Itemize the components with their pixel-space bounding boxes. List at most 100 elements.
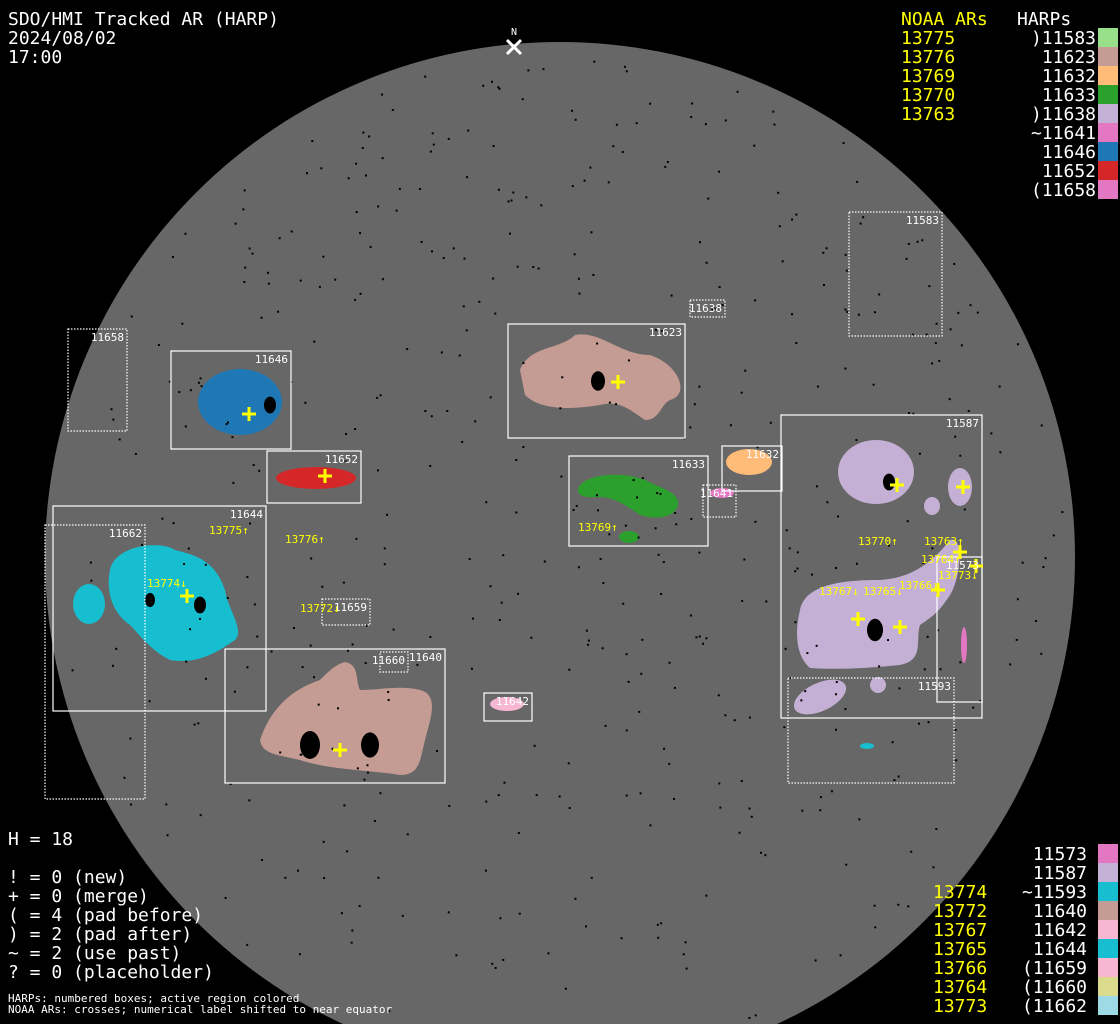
magnetogram-speck [406, 833, 409, 836]
magnetogram-speck [252, 464, 255, 467]
magnetogram-speck [197, 381, 200, 384]
magnetogram-speck [690, 517, 693, 520]
harp-box[interactable] [721, 445, 783, 492]
magnetogram-speck [304, 401, 307, 404]
magnetogram-speck [784, 647, 787, 650]
magnetogram-speck [358, 905, 361, 908]
magnetogram-speck [317, 703, 320, 706]
magnetogram-speck [791, 218, 794, 221]
harp-box[interactable] [848, 211, 943, 337]
magnetogram-speck [148, 700, 151, 703]
harp-box[interactable] [67, 328, 128, 432]
magnetogram-speck [171, 255, 174, 258]
harp-box[interactable] [507, 323, 686, 439]
harp-label: 11646 [1041, 142, 1096, 163]
magnetogram-speck [1016, 598, 1019, 601]
harp-box[interactable] [787, 677, 955, 784]
harp-box[interactable] [568, 455, 709, 547]
magnetogram-speck [471, 617, 474, 620]
magnetogram-speck [568, 807, 571, 810]
magnetogram-speck [340, 912, 343, 915]
harp-box[interactable] [52, 505, 267, 712]
magnetogram-speck [508, 232, 511, 235]
magnetogram-speck [112, 418, 115, 421]
magnetogram-speck [178, 391, 181, 394]
magnetogram-speck [608, 401, 611, 404]
magnetogram-speck [675, 523, 678, 526]
harp-box[interactable] [224, 648, 446, 784]
magnetogram-speck [772, 110, 775, 113]
harp-color-swatch [1098, 161, 1118, 180]
magnetogram-speck [657, 936, 660, 939]
active-region [924, 497, 940, 515]
magnetogram-speck [391, 109, 394, 112]
magnetogram-speck [141, 544, 144, 547]
harp-box[interactable] [266, 450, 362, 504]
harp-box[interactable] [321, 598, 371, 626]
magnetogram-speck [354, 298, 357, 301]
magnetogram-speck [246, 575, 249, 578]
magnetogram-speck [432, 143, 435, 146]
magnetogram-speck [540, 204, 543, 207]
harp-color-swatch [1098, 958, 1118, 977]
magnetogram-speck [748, 807, 751, 810]
magnetogram-speck [685, 967, 688, 970]
harp-color-swatch [1098, 180, 1118, 199]
magnetogram-speck [379, 394, 382, 397]
sunspot [300, 731, 320, 759]
magnetogram-speck [1034, 620, 1037, 623]
magnetogram-speck [313, 676, 316, 679]
magnetogram-speck [612, 145, 615, 148]
magnetogram-speck [604, 724, 607, 727]
magnetogram-speck [112, 664, 115, 667]
magnetogram-speck [527, 69, 530, 72]
magnetogram-speck [492, 277, 495, 280]
harp-box[interactable] [689, 299, 726, 318]
magnetogram-speck [796, 551, 799, 554]
magnetogram-speck [322, 255, 325, 258]
magnetogram-speck [1015, 638, 1018, 641]
magnetogram-speck [334, 278, 337, 281]
magnetogram-speck [657, 553, 660, 556]
magnetogram-speck [461, 440, 464, 443]
active-region [578, 474, 679, 518]
magnetogram-speck [573, 253, 576, 256]
magnetogram-speck [656, 492, 659, 495]
magnetogram-speck [705, 261, 708, 264]
harp-color-swatch [1098, 123, 1118, 142]
harp-box[interactable] [170, 350, 292, 450]
harp-box[interactable] [483, 692, 533, 722]
magnetogram-speck [448, 804, 451, 807]
magnetogram-speck [693, 403, 696, 406]
magnetogram-speck [494, 312, 497, 315]
noaa-cross-icon [893, 620, 907, 634]
magnetogram-speck [641, 638, 644, 641]
harp-box[interactable] [702, 484, 737, 518]
magnetogram-speck [517, 592, 520, 595]
active-region [198, 369, 282, 435]
magnetogram-speck [893, 779, 896, 782]
magnetogram-speck [765, 600, 768, 603]
magnetogram-speck [498, 87, 501, 90]
magnetogram-speck [248, 247, 251, 250]
magnetogram-speck [599, 558, 602, 561]
magnetogram-speck [666, 161, 669, 164]
magnetogram-speck [497, 86, 500, 89]
magnetogram-speck [795, 213, 798, 216]
noaa-ar-disk-label: 13773↓ [938, 569, 978, 582]
active-region [797, 539, 960, 669]
magnetogram-speck [931, 362, 934, 365]
magnetogram-speck [430, 250, 433, 253]
magnetogram-speck [873, 311, 876, 314]
magnetogram-speck [251, 252, 254, 255]
magnetogram-speck [959, 661, 962, 664]
magnetogram-speck [656, 923, 659, 926]
magnetogram-speck [503, 781, 506, 784]
magnetogram-speck [232, 481, 235, 484]
magnetogram-speck [917, 722, 920, 725]
magnetogram-speck [773, 123, 776, 126]
magnetogram-speck [345, 433, 348, 436]
harp-box[interactable] [44, 524, 146, 800]
magnetogram-speck [959, 454, 962, 457]
